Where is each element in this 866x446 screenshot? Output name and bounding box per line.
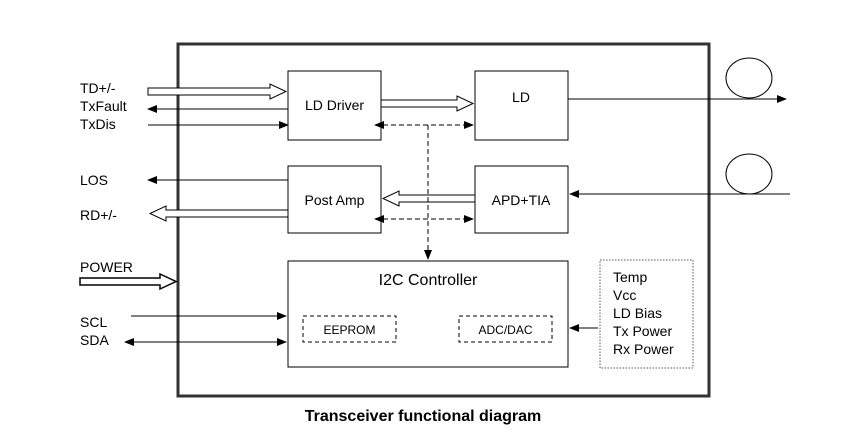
power-hollow-arrow [79, 272, 178, 291]
monitor-item: Tx Power [613, 323, 672, 339]
rx-fiber-loop-icon [725, 153, 773, 195]
monitor-list: Temp Vcc LD Bias Tx Power Rx Power [613, 269, 674, 357]
driver-to-ld-hollow-arrow [380, 95, 475, 112]
ld-driver-label: LD Driver [305, 97, 364, 113]
ld-driver-block [287, 70, 382, 141]
monitor-box [599, 259, 694, 369]
monitor-item: Temp [613, 269, 647, 285]
apd-to-postamp-hollow-arrow [381, 190, 476, 207]
ld-block [474, 70, 569, 141]
monitor-item: Rx Power [613, 341, 674, 357]
signal-txfault-label: TxFault [80, 98, 127, 114]
i2c-controller-block [287, 260, 569, 368]
post-amp-label: Post Amp [305, 192, 365, 208]
ld-label: LD [512, 89, 530, 105]
signal-scl-label: SCL [80, 314, 107, 330]
apd-tia-label: APD+TIA [492, 192, 551, 208]
i2c-controller-label: I2C Controller [379, 272, 478, 289]
signal-power-label: POWER [80, 259, 133, 275]
monitor-item: Vcc [613, 287, 636, 303]
adc-dac-label: ADC/DAC [478, 323, 532, 337]
eeprom-label: EEPROM [323, 323, 375, 337]
tx-fiber-loop-icon [725, 57, 773, 99]
signal-los-label: LOS [80, 172, 108, 188]
adc-dac-block [458, 315, 553, 343]
eeprom-block [302, 315, 397, 343]
signal-rd-label: RD+/- [80, 207, 117, 223]
signal-td-label: TD+/- [80, 80, 116, 96]
post-amp-block [287, 165, 382, 234]
signal-sda-label: SDA [80, 332, 109, 348]
td-hollow-arrow [147, 83, 288, 100]
diagram-caption: Transceiver functional diagram [305, 408, 542, 425]
signal-txdis-label: TxDis [80, 116, 116, 132]
rd-hollow-arrow [148, 205, 289, 222]
module-outline [176, 42, 711, 398]
monitor-item: LD Bias [613, 305, 662, 321]
apd-tia-block [474, 165, 569, 234]
